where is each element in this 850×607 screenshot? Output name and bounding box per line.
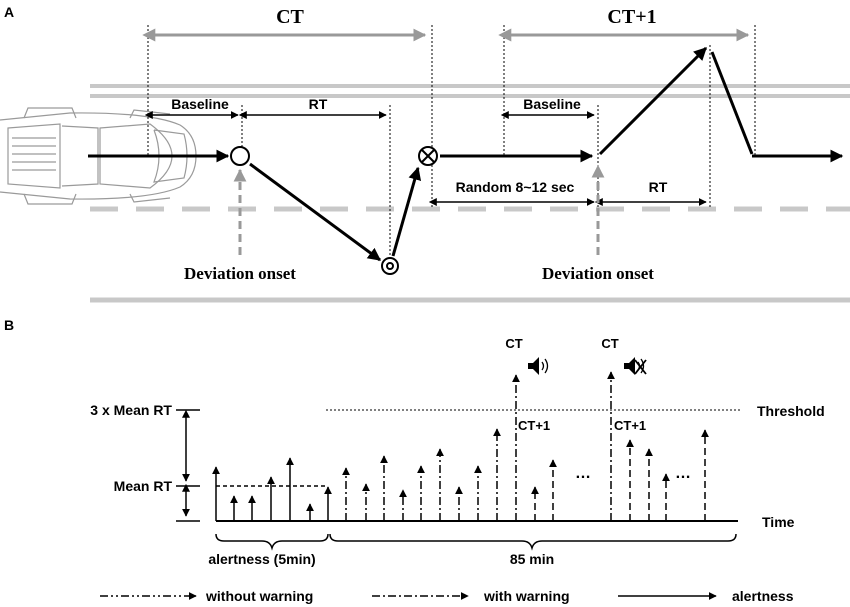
- rt-label-2: RT: [649, 179, 668, 195]
- speaker-on-icon: [528, 357, 549, 375]
- alertness-arrows: [212, 457, 332, 521]
- panel-b: B 3 x Mean RT Mean RT Threshold Time: [4, 317, 825, 567]
- ellipsis-2: …: [675, 465, 691, 482]
- target-circle-icon: [381, 257, 399, 275]
- y-tick-mean-rt: Mean RT: [114, 478, 173, 494]
- ct1-label: CT+1: [607, 6, 656, 28]
- with-warning-arrows: [531, 429, 709, 521]
- road-lanes: [90, 84, 850, 303]
- without-warning-arrows: [342, 371, 615, 521]
- ellipsis-1: …: [575, 465, 591, 482]
- baseline-label-1: Baseline: [171, 96, 229, 112]
- ct1-label-1: CT+1: [518, 418, 550, 433]
- threshold-label: Threshold: [757, 403, 825, 419]
- rt-label-1: RT: [309, 96, 328, 112]
- speaker-muted-icon: [624, 357, 647, 375]
- panel-b-label: B: [4, 317, 14, 333]
- panel-a: A: [0, 4, 850, 303]
- dotted-guides: [147, 25, 756, 255]
- alertness-period-label: alertness (5min): [208, 551, 315, 567]
- baseline-label-2: Baseline: [523, 96, 581, 112]
- ct-top-label-1: CT: [505, 336, 522, 351]
- legend-without-warning-label: without warning: [205, 588, 313, 604]
- y-tick-3x-mean-rt: 3 x Mean RT: [90, 402, 172, 418]
- alertness-brace: [215, 533, 329, 551]
- ct1-label-2: CT+1: [614, 418, 646, 433]
- open-circle-icon: [230, 146, 250, 166]
- random-label: Random 8~12 sec: [456, 179, 575, 195]
- ct-label: CT: [276, 6, 304, 28]
- crossed-circle-icon: [418, 146, 438, 166]
- experiment-brace: [329, 533, 737, 551]
- deviation-onset-label-2: Deviation onset: [542, 264, 654, 283]
- vehicle-trajectory: [88, 46, 844, 262]
- car-icon: [0, 107, 197, 205]
- legend-alertness-label: alertness: [732, 588, 794, 604]
- legend-with-warning-label: with warning: [483, 588, 570, 604]
- time-label: Time: [762, 514, 795, 530]
- panel-a-label: A: [4, 4, 14, 20]
- experiment-period-label: 85 min: [510, 551, 554, 567]
- ct-top-label-2: CT: [601, 336, 618, 351]
- deviation-onset-label-1: Deviation onset: [184, 264, 296, 283]
- y-axis: [176, 409, 200, 522]
- legend: without warning with warning alertness: [100, 588, 794, 604]
